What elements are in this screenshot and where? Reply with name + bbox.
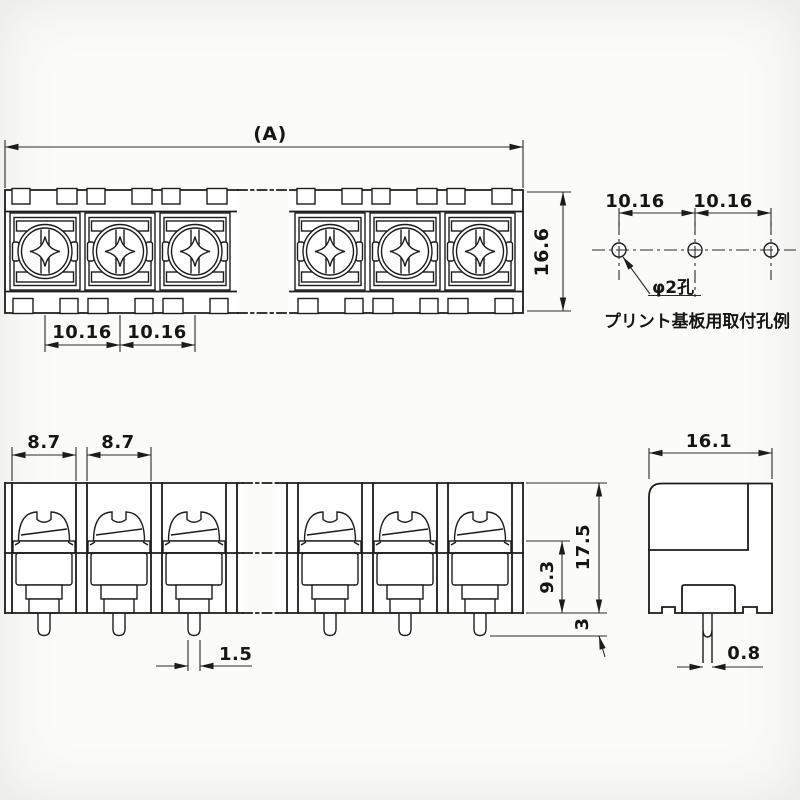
side-pin [702, 613, 713, 663]
hole-leader-line [622, 256, 651, 295]
dim-side-pin-width-label: 0.8 [727, 643, 760, 664]
break-line [242, 482, 278, 614]
dim-upper-height-label: 9.3 [537, 560, 558, 593]
dimensions: (A) 16.6 10.16 10.16 10.16 10.16 φ2孔 プリン… [4, 123, 790, 671]
terminal-front-5 [373, 511, 437, 637]
dim-height-label: 16.6 [531, 228, 553, 277]
cavity-line [648, 482, 749, 551]
side-view [648, 482, 773, 663]
hole-centerline [592, 222, 796, 297]
dim-side-width-label: 16.1 [686, 431, 732, 452]
terminal-front-6 [448, 511, 512, 637]
dim-total-height-label: 17.5 [573, 524, 594, 570]
dim-total-width-label: (A) [253, 123, 287, 145]
terminal-front-1 [12, 511, 76, 637]
terminal-front-2 [87, 511, 151, 637]
break-line [237, 189, 291, 314]
hole-pitch-label-1: 10.16 [605, 191, 664, 212]
dim-opening-label-1: 8.7 [27, 432, 60, 453]
mounting-hole-example [592, 208, 796, 297]
top-view [4, 187, 524, 315]
dim-pitch-label-1: 10.16 [52, 322, 111, 343]
terminal-front-4 [298, 511, 362, 637]
dim-opening-label-2: 8.7 [101, 432, 134, 453]
front-view [4, 482, 524, 637]
hole-pitch-label-2: 10.16 [693, 191, 752, 212]
terminal-front-3 [162, 511, 226, 637]
dim-pitch-label-2: 10.16 [127, 322, 186, 343]
dim-pin-width-label: 1.5 [219, 644, 252, 665]
dim-standoff-label: 3 [572, 617, 593, 630]
hole-diameter-label: φ2孔 [652, 278, 694, 298]
mounting-hole-caption: プリント基板用取付孔例 [604, 311, 790, 332]
